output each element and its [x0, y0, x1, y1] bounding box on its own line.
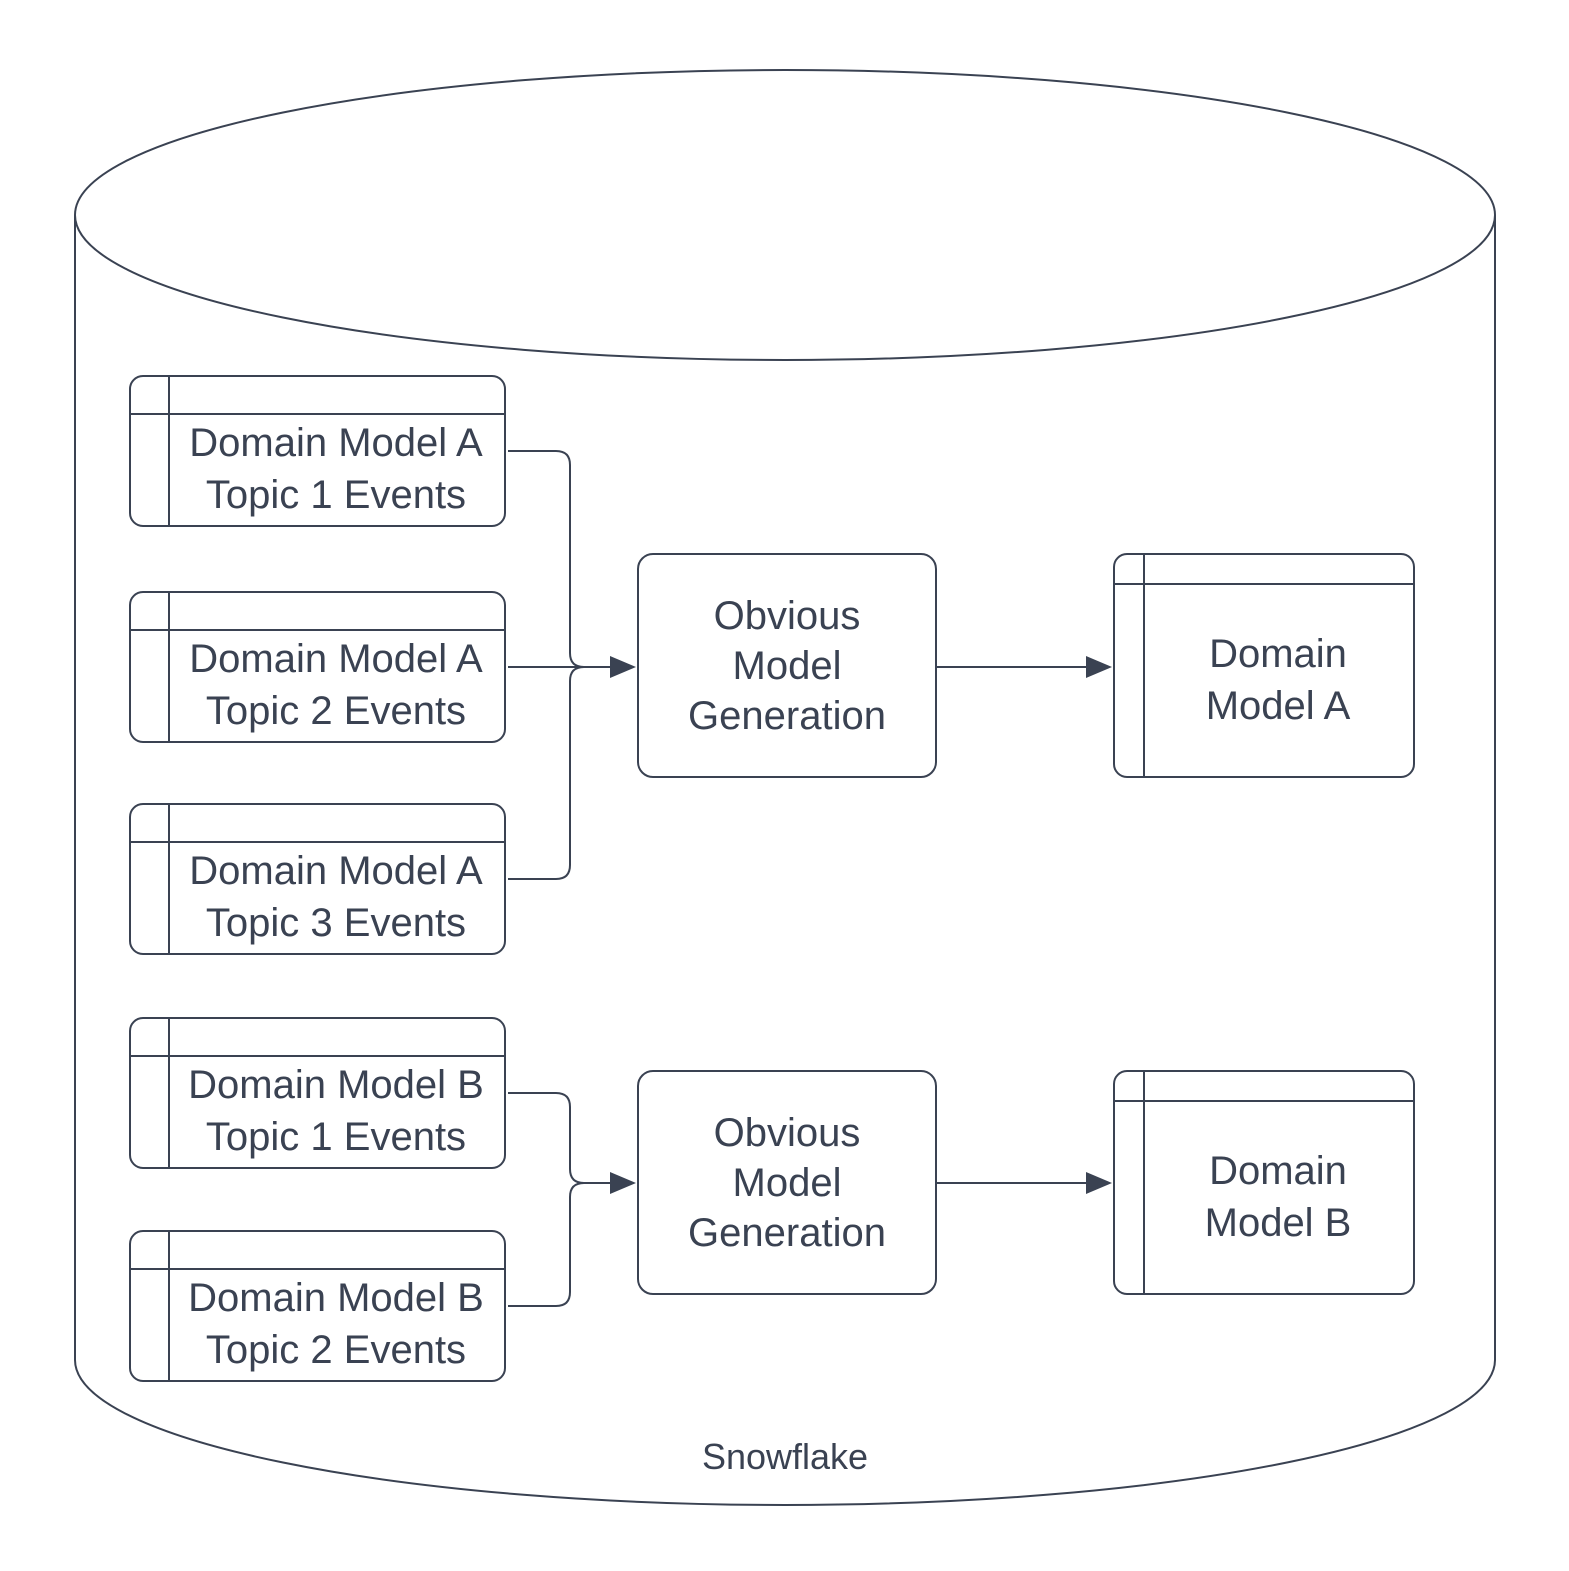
arrowhead-a-into-process	[610, 656, 636, 678]
connector-b-topic2-elbow	[508, 1182, 610, 1307]
label-line: Domain Model B	[188, 1276, 484, 1320]
table-header-divider	[1115, 583, 1413, 585]
label-line: Model	[732, 643, 842, 688]
label-line: Model B	[1204, 1200, 1352, 1245]
label-line: Topic 1 Events	[205, 1115, 467, 1159]
label-line: Model A	[1205, 683, 1351, 728]
cylinder-bottom-arc	[74, 1359, 1496, 1506]
connector-b-topic1-elbow	[508, 1092, 610, 1184]
table-column-divider	[1143, 1072, 1145, 1293]
source-table-a-topic-2: Domain Model A Topic 2 Events	[129, 591, 506, 743]
label-line: Obvious	[713, 593, 861, 638]
label-line: Domain Model A	[189, 637, 483, 681]
arrowhead-b-into-output	[1086, 1172, 1112, 1194]
label-line: Topic 2 Events	[205, 689, 467, 733]
label-line: Generation	[688, 1210, 886, 1255]
label-line: Topic 3 Events	[205, 901, 467, 945]
table-header-divider	[131, 413, 504, 415]
output-table-domain-model-a: Domain Model A	[1113, 553, 1415, 778]
source-table-b-topic-2: Domain Model B Topic 2 Events	[129, 1230, 506, 1382]
label-line: Domain	[1209, 631, 1347, 676]
source-table-b-topic-1-label: Domain Model B Topic 1 Events	[170, 1057, 502, 1165]
source-table-a-topic-3-label: Domain Model A Topic 3 Events	[170, 843, 502, 951]
table-header-divider	[131, 629, 504, 631]
label-line: Domain Model A	[189, 421, 483, 465]
source-table-a-topic-2-label: Domain Model A Topic 2 Events	[170, 631, 502, 739]
table-header-divider	[131, 1055, 504, 1057]
cylinder-top-ellipse	[74, 69, 1496, 361]
cylinder-label: Snowflake	[701, 1436, 869, 1477]
table-header-divider	[131, 841, 504, 843]
label-line: Domain	[1209, 1148, 1347, 1193]
source-table-a-topic-1: Domain Model A Topic 1 Events	[129, 375, 506, 527]
connector-a-topic1-elbow	[508, 450, 610, 668]
source-table-b-topic-1: Domain Model B Topic 1 Events	[129, 1017, 506, 1169]
table-column-divider	[168, 1232, 170, 1380]
table-column-divider	[1143, 555, 1145, 776]
label-line: Topic 1 Events	[205, 473, 467, 517]
table-column-divider	[168, 1019, 170, 1167]
process-node-b-obvious-model-generation: Obvious Model Generation	[637, 1070, 937, 1295]
connector-a-topic3-elbow	[508, 666, 610, 880]
source-table-a-topic-3: Domain Model A Topic 3 Events	[129, 803, 506, 955]
label-line: Domain Model B	[188, 1063, 484, 1107]
source-table-b-topic-2-label: Domain Model B Topic 2 Events	[170, 1270, 502, 1378]
table-header-divider	[131, 1268, 504, 1270]
table-header-divider	[1115, 1100, 1413, 1102]
table-column-divider	[168, 593, 170, 741]
label-line: Generation	[688, 693, 886, 738]
label-line: Obvious	[713, 1110, 861, 1155]
arrowhead-b-into-process	[610, 1172, 636, 1194]
process-node-a-obvious-model-generation: Obvious Model Generation	[637, 553, 937, 778]
table-column-divider	[168, 805, 170, 953]
output-table-domain-model-b-label: Domain Model B	[1145, 1102, 1411, 1291]
label-line: Domain Model A	[189, 849, 483, 893]
label-line: Topic 2 Events	[205, 1328, 467, 1372]
label-line: Model	[732, 1160, 842, 1205]
arrowhead-a-into-output	[1086, 656, 1112, 678]
output-table-domain-model-a-label: Domain Model A	[1145, 585, 1411, 774]
output-table-domain-model-b: Domain Model B	[1113, 1070, 1415, 1295]
source-table-a-topic-1-label: Domain Model A Topic 1 Events	[170, 415, 502, 523]
table-column-divider	[168, 377, 170, 525]
